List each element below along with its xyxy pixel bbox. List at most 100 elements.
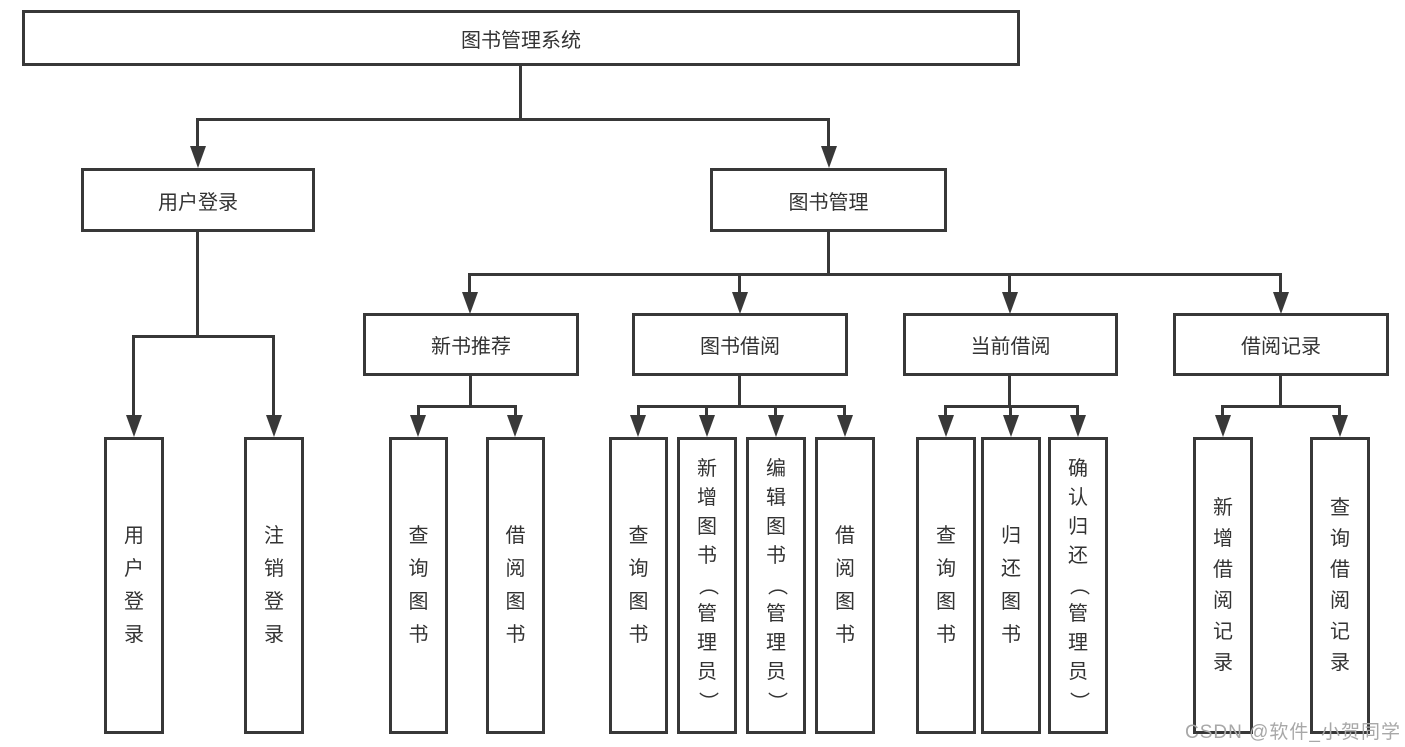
node-label: 图书管理系统 xyxy=(461,29,581,52)
vertical-char: 查 xyxy=(628,524,649,547)
connector-line xyxy=(827,118,830,148)
node-borrow-books-recommend: 借阅图书 xyxy=(486,437,545,734)
arrow-down-icon xyxy=(190,146,206,168)
connector-line xyxy=(417,405,420,417)
vertical-char: 理 xyxy=(766,632,786,654)
arrow-down-icon xyxy=(1273,292,1289,314)
connector-line xyxy=(132,335,135,417)
arrow-down-icon xyxy=(1332,415,1348,437)
node-confirm-return-admin: 确认归还（管理员） xyxy=(1048,437,1108,734)
vertical-char: 书 xyxy=(697,545,717,567)
connector-line xyxy=(1279,375,1282,405)
vertical-char: 阅 xyxy=(1213,589,1233,612)
node-label: 图书借阅 xyxy=(700,336,780,358)
connector-line xyxy=(468,273,471,294)
connector-line xyxy=(774,405,777,417)
connector-line xyxy=(843,405,846,417)
connector-line xyxy=(196,232,199,335)
vertical-char: 管 xyxy=(697,603,717,625)
vertical-char: 员 xyxy=(1068,661,1088,683)
node-label: 新书推荐 xyxy=(431,336,511,358)
vertical-char: 借 xyxy=(505,524,526,547)
vertical-char: 员 xyxy=(766,661,786,683)
connector-line xyxy=(196,118,830,121)
node-label: 借阅图书 xyxy=(489,440,542,731)
connector-line xyxy=(519,66,522,121)
vertical-char: 认 xyxy=(1068,487,1088,509)
vertical-char: 图 xyxy=(835,590,855,613)
arrow-down-icon xyxy=(126,415,142,437)
vertical-char: 图 xyxy=(1001,590,1021,613)
vertical-char: 图 xyxy=(766,516,786,538)
vertical-char: 理 xyxy=(697,632,717,654)
node-borrow-books-action: 借阅图书 xyxy=(815,437,875,734)
vertical-char: 还 xyxy=(1001,557,1021,580)
vertical-char: 记 xyxy=(1213,620,1233,643)
connector-line xyxy=(827,232,830,275)
node-library-management-system: 图书管理系统 xyxy=(22,10,1020,66)
node-label: 编辑图书（管理员） xyxy=(749,440,803,731)
vertical-char: 借 xyxy=(1213,558,1233,581)
vertical-char: 图 xyxy=(628,590,649,613)
node-logout-action: 注销登录 xyxy=(244,437,304,734)
arrow-down-icon xyxy=(699,415,715,437)
vertical-char: 图 xyxy=(505,590,526,613)
connector-line xyxy=(637,405,640,417)
connector-line xyxy=(417,405,517,408)
vertical-char: 阅 xyxy=(1330,589,1350,612)
connector-line xyxy=(196,118,199,148)
node-return-book: 归还图书 xyxy=(981,437,1041,734)
vertical-char: 管 xyxy=(766,603,786,625)
node-edit-book-admin: 编辑图书（管理员） xyxy=(746,437,806,734)
node-user-login-action: 用户登录 xyxy=(104,437,164,734)
node-label: 用户登录 xyxy=(107,440,161,731)
arrow-down-icon xyxy=(630,415,646,437)
vertical-char: 注 xyxy=(264,524,284,547)
node-label: 查询图书 xyxy=(612,440,665,731)
vertical-char: ） xyxy=(765,691,788,712)
arrow-down-icon xyxy=(768,415,784,437)
vertical-char: 用 xyxy=(124,524,144,547)
vertical-char: 编 xyxy=(766,458,786,480)
node-new-book-recommend: 新书推荐 xyxy=(363,313,579,376)
vertical-char: 书 xyxy=(505,623,526,646)
vertical-char: 还 xyxy=(1068,545,1088,567)
vertical-char: 查 xyxy=(408,524,429,547)
arrow-down-icon xyxy=(837,415,853,437)
arrow-down-icon xyxy=(732,292,748,314)
vertical-char: 户 xyxy=(124,557,144,580)
vertical-char: 书 xyxy=(936,623,956,646)
connector-line xyxy=(469,375,472,405)
node-label: 注销登录 xyxy=(247,440,301,731)
node-query-books-recommend: 查询图书 xyxy=(389,437,448,734)
vertical-char: （ xyxy=(696,575,719,596)
connector-line xyxy=(132,335,275,338)
vertical-char: 记 xyxy=(1330,620,1350,643)
node-label: 确认归还（管理员） xyxy=(1051,440,1105,731)
vertical-char: 新 xyxy=(1213,496,1233,519)
vertical-char: 录 xyxy=(1330,651,1350,674)
vertical-char: 询 xyxy=(1330,527,1350,550)
connector-line xyxy=(738,375,741,405)
node-query-borrow-record: 查询借阅记录 xyxy=(1310,437,1370,734)
arrow-down-icon xyxy=(938,415,954,437)
vertical-char: 录 xyxy=(264,623,284,646)
connector-line xyxy=(1279,273,1282,294)
vertical-char: 询 xyxy=(408,557,429,580)
arrow-down-icon xyxy=(1070,415,1086,437)
vertical-char: 确 xyxy=(1068,458,1088,480)
vertical-char: 书 xyxy=(628,623,649,646)
connector-line xyxy=(705,405,708,417)
node-label: 当前借阅 xyxy=(970,336,1051,358)
csdn-watermark: CSDN @软件_小贺同学 xyxy=(1185,722,1401,743)
node-add-book-admin: 新增图书（管理员） xyxy=(677,437,737,734)
vertical-char: 增 xyxy=(697,487,717,509)
node-label: 借阅图书 xyxy=(818,440,872,731)
node-label: 查询图书 xyxy=(919,440,973,731)
node-label: 查询图书 xyxy=(392,440,445,731)
vertical-char: ） xyxy=(696,691,719,712)
vertical-char: 员 xyxy=(697,661,717,683)
vertical-char: 查 xyxy=(1330,496,1350,519)
vertical-char: 登 xyxy=(124,590,144,613)
